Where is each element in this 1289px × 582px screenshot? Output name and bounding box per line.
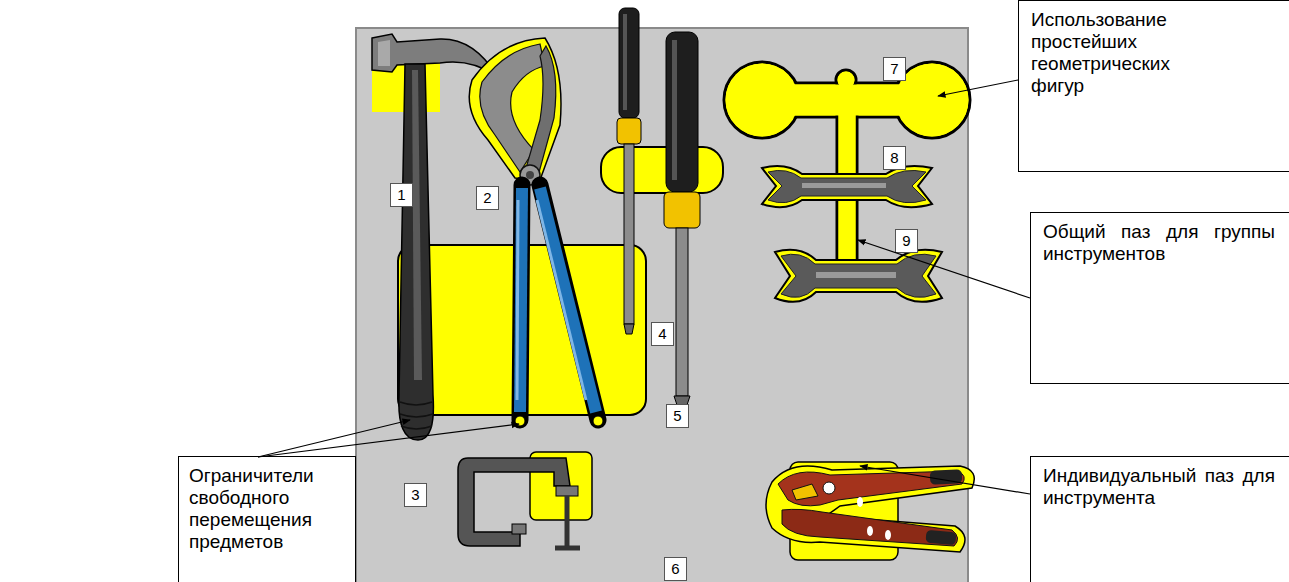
c-clamp [458,458,580,548]
callout-box: Индивидуальный паз для инструмента [1030,456,1289,582]
hammer [378,40,390,66]
wrench [768,170,926,202]
wrench [775,250,942,302]
pliers [515,416,525,426]
screwdriver [619,8,639,118]
locking-pliers [823,482,835,494]
pliers [520,188,522,412]
locking-pliers [766,466,974,552]
callout-text: Индивидуальный паз для инструмента [1043,465,1275,509]
screwdriver [664,192,700,228]
locking-pliers [930,469,963,485]
leader-line [258,424,519,457]
pliers [469,38,561,180]
pliers [520,185,522,420]
callout-box: Общий паз для группы инструментов [1030,212,1289,384]
callout-text: Использование простейших геометрических … [1031,9,1199,97]
locking-pliers [867,526,873,536]
c-clamp [565,496,570,548]
callout-number: 2 [476,186,499,210]
c-clamp [555,546,580,551]
screwdriver [672,40,677,180]
callout-text: Общий паз для группы инструментов [1043,221,1275,265]
group-slot [724,62,970,275]
c-clamp [458,458,570,546]
locking-pliers [885,530,891,540]
callout-number: 9 [895,229,918,253]
screwdriver [623,14,627,110]
shadow-slots [601,147,723,193]
pliers [540,188,596,412]
c-clamp [512,524,526,534]
callout-text: Ограничители свободного перемещения пред… [189,465,347,553]
leader-line [258,420,410,457]
leader-line [938,80,1018,96]
c-clamp [556,486,578,496]
locking-pliers [766,466,974,552]
leader-line [258,80,1030,494]
hammer [401,426,432,429]
pliers [540,185,598,420]
wrench [802,183,886,188]
leader-line [860,466,1030,494]
callout-number: 3 [404,483,427,507]
pliers [537,200,586,400]
screwdriver [617,8,641,334]
wrench [816,272,896,278]
screwdriver [666,32,698,192]
hammer [400,402,432,405]
pliers [526,46,556,176]
hammer [412,70,422,380]
hammer [400,414,433,417]
callout-number: 4 [651,322,674,346]
group-slot [726,64,969,274]
screwdriver [624,324,634,334]
wrench [775,250,942,302]
callout-number: 5 [666,404,689,428]
wrench [762,166,932,207]
callout-box: Ограничители свободного перемещения пред… [178,456,356,582]
wrench [762,166,932,207]
screwdriver [624,144,634,324]
callout-number: 7 [883,57,906,81]
pliers [526,171,534,179]
callout-number: 8 [883,146,906,170]
screwdriver [664,32,700,408]
wrench [781,254,936,297]
locking-pliers [925,530,956,546]
group-slot [724,62,970,275]
hammer [400,402,433,429]
callout-box: Использование простейших геометрических … [1018,0,1289,172]
locking-pliers [792,484,818,500]
hammer [399,64,434,440]
leader-line [858,240,1030,298]
hammer [372,34,497,76]
pliers [593,416,603,426]
callout-number: 1 [390,183,413,207]
screwdriver [676,228,688,396]
callout-number: 6 [664,557,687,581]
locking-pliers [782,509,958,546]
screwdriver [617,118,641,144]
locking-pliers [857,497,863,507]
group-slot [838,72,855,89]
pliers [517,200,518,400]
pliers [469,38,603,426]
